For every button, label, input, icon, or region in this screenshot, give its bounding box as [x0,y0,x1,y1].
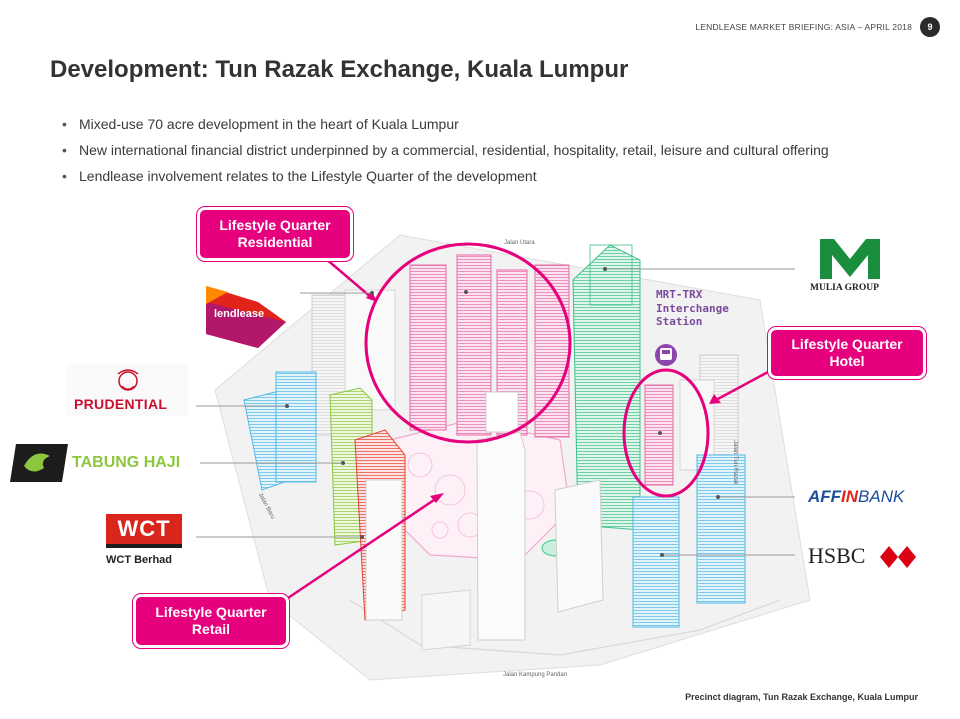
road-label-jalan-tun-razak: Jalan Tun Razak [732,440,738,485]
residential-tower [456,254,492,436]
grey-tower [365,479,403,621]
grey-tower [421,589,471,651]
mrt-label-line: MRT-TRX [656,288,703,301]
prudential-wordmark: PRUDENTIAL [74,396,168,412]
prudential-logo: PRUDENTIAL [66,364,188,416]
bullet-list: Mixed-use 70 acre development in the hea… [62,115,829,193]
hsbc-logo: HSBC [808,542,918,570]
affin-prefix: AFF [808,487,842,506]
lendlease-logo: lendlease [198,282,293,350]
residential-highlight [364,242,572,444]
blue-tower [275,371,317,483]
hsbc-wordmark: HSBC [808,543,866,568]
callout-line: Lifestyle Quarter [155,604,267,620]
mulia-wordmark: MULIA GROUP [810,283,879,293]
affin-bank-logo: AFFINBANK [808,487,923,511]
callout-line: Lifestyle Quarter [219,217,331,233]
callout-line: Residential [237,234,313,250]
road-label-jalan-utara: Jalan Utara [504,240,535,246]
site-ground-inner [349,599,781,656]
bullet-item: Mixed-use 70 acre development in the hea… [62,115,829,141]
tabung-haji-emblem-icon [10,444,68,482]
grey-tower [476,431,526,641]
bullet-item: Lendlease involvement relates to the Lif… [62,167,829,193]
affin-bank-word: BANK [858,487,905,506]
prudential-emblem-icon [117,369,139,391]
tabung-haji-wordmark: TABUNG HAJI [72,454,181,471]
briefing-header: LENDLEASE MARKET BRIEFING: ASIA – APRIL … [695,22,912,32]
residential-tower [534,264,570,438]
wct-logo: WCT WCT Berhad [100,512,195,570]
wct-mark: WCT [106,514,182,548]
wct-name: WCT Berhad [106,554,172,566]
mulia-emblem-icon [820,239,880,279]
road-label-jalan-kampung-pandan: Jalan Kampung Pandan [503,672,568,678]
diagram-caption: Precinct diagram, Tun Razak Exchange, Ku… [685,692,918,702]
callout-line: Retail [191,621,231,637]
hsbc-hexagon-icon [880,546,916,568]
mrt-label-line: Station [656,315,703,328]
page-number-badge: 9 [920,17,940,37]
bullet-item: New international financial district und… [62,141,829,167]
residential-tower [409,264,447,431]
hotel-highlight [622,368,710,498]
mrt-station-label: MRT-TRX Interchange Station [656,288,729,329]
mrt-label-line: Interchange [656,301,729,315]
hotel-tower [644,384,674,486]
mulia-logo: MULIA GROUP [808,237,893,297]
blue-tower [696,454,746,604]
page-title: Development: Tun Razak Exchange, Kuala L… [50,56,629,83]
grey-tower [554,479,604,613]
lendlease-logo-shape [206,286,286,348]
green-tower-crown [589,244,633,306]
tabung-haji-logo: TABUNG HAJI [10,442,195,486]
grey-tower [485,391,519,433]
lendlease-wordmark: lendlease [214,308,265,320]
callout-line: Lifestyle Quarter [791,336,903,352]
affin-in: IN [841,487,859,506]
green-tower [572,244,641,531]
blue-tower [632,496,680,628]
callout-line: Hotel [829,353,865,369]
